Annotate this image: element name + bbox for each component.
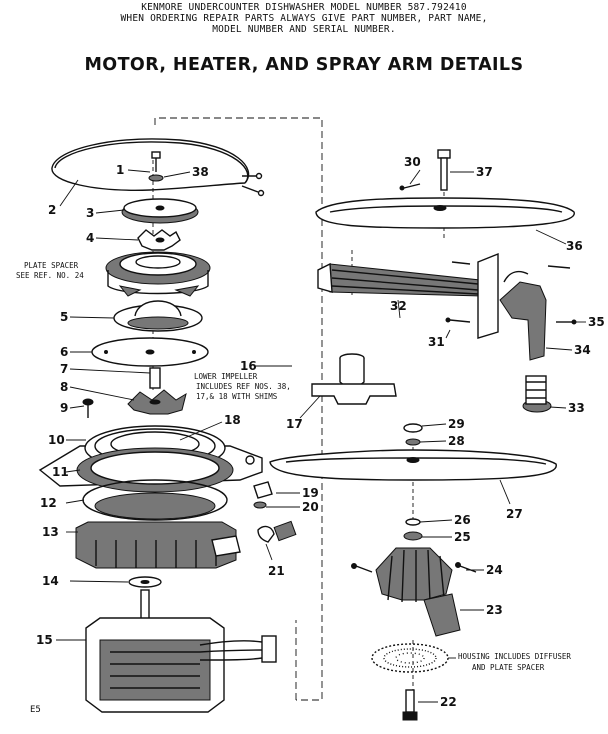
part-number-21: 21 (268, 564, 285, 578)
part-number-9: 9 (60, 401, 68, 415)
spray-arm-washers (403, 423, 423, 446)
part-numbers: 1 38 2 3 4 5 6 7 8 9 10 11 12 13 14 15 1… (36, 155, 605, 709)
lower-impeller-note-line-2: INCLUDES REF NOS. 38, (196, 382, 291, 391)
part-number-3: 3 (86, 206, 94, 220)
lower-impeller (127, 367, 187, 415)
motor-mount (75, 521, 241, 569)
center-tube-bracket (311, 353, 397, 405)
spray-arm-nut (403, 518, 423, 541)
page-code: E5 (30, 705, 41, 715)
part-number-4: 4 (86, 231, 94, 245)
part-number-10: 10 (48, 433, 65, 447)
part-number-27: 27 (506, 507, 523, 521)
part-number-11: 11 (52, 465, 69, 479)
manifold-screws (445, 261, 577, 325)
motor (85, 617, 277, 713)
dome-cover (113, 300, 203, 332)
housing-bolt (402, 689, 418, 721)
part-number-38: 38 (192, 165, 209, 179)
part-number-33: 33 (568, 401, 585, 415)
part-number-2: 2 (48, 203, 56, 217)
lower-spray-arm (269, 449, 557, 481)
part-number-1: 1 (116, 163, 124, 177)
plate-spacer-note-line-2: SEE REF. NO. 24 (16, 271, 84, 280)
part-number-32: 32 (390, 299, 407, 313)
water-manifold (317, 252, 547, 361)
header-line-3: MODEL NUMBER AND SERIAL NUMBER. (212, 24, 396, 35)
motor-washer (128, 576, 162, 621)
part-number-30: 30 (404, 155, 421, 169)
leader-lines (56, 169, 586, 703)
gasket (91, 337, 209, 367)
coupling (522, 375, 552, 413)
part-number-6: 6 (60, 345, 68, 359)
pump-base-assembly (38, 425, 263, 521)
housing-note-line-2: AND PLATE SPACER (472, 663, 545, 672)
part-number-25: 25 (454, 530, 471, 544)
part-number-24: 24 (486, 563, 503, 577)
diffuser-screen (371, 643, 449, 673)
small-gear (137, 229, 181, 251)
housing-note-line-1: HOUSING INCLUDES DIFFUSER (458, 652, 571, 661)
small-fittings (253, 481, 297, 543)
heater-element (51, 138, 265, 197)
part-number-13: 13 (42, 525, 59, 539)
part-number-5: 5 (60, 310, 68, 324)
top-screws (399, 149, 451, 191)
part-number-26: 26 (454, 513, 471, 527)
upper-impeller-disk (121, 198, 199, 224)
page-title: MOTOR, HEATER, AND SPRAY ARM DETAILS (84, 55, 524, 75)
part-number-7: 7 (60, 362, 68, 376)
part-number-28: 28 (448, 434, 465, 448)
part-number-20: 20 (302, 500, 319, 514)
annotations: PLATE SPACER SEE REF. NO. 24 LOWER IMPEL… (16, 261, 571, 715)
part-number-22: 22 (440, 695, 457, 709)
lower-impeller-note-line-3: 17,& 18 WITH SHIMS (196, 392, 278, 401)
part-number-12: 12 (40, 496, 57, 510)
part-number-31: 31 (428, 335, 445, 349)
part-number-35: 35 (588, 315, 605, 329)
mounting-screw (82, 398, 94, 418)
part-number-36: 36 (566, 239, 583, 253)
part-number-17: 17 (286, 417, 303, 431)
part-number-37: 37 (476, 165, 493, 179)
header-line-2: WHEN ORDERING REPAIR PARTS ALWAYS GIVE P… (120, 13, 488, 24)
part-number-16: 16 (240, 359, 257, 373)
screw-and-washer (148, 151, 164, 182)
part-number-19: 19 (302, 486, 319, 500)
part-number-15: 15 (36, 633, 53, 647)
part-number-8: 8 (60, 380, 68, 394)
part-number-18: 18 (224, 413, 241, 427)
pump-housing (351, 547, 477, 637)
plate-spacer-note-line-1: PLATE SPACER (24, 261, 79, 270)
part-number-34: 34 (574, 343, 591, 357)
part-number-14: 14 (42, 574, 59, 588)
part-number-29: 29 (448, 417, 465, 431)
plate-spacer (105, 251, 211, 297)
part-number-23: 23 (486, 603, 503, 617)
lower-impeller-note-line-1: LOWER IMPELLER (194, 372, 258, 381)
upper-spray-arm (315, 197, 575, 229)
header-line-1: KENMORE UNDERCOUNTER DISHWASHER MODEL NU… (141, 2, 467, 13)
